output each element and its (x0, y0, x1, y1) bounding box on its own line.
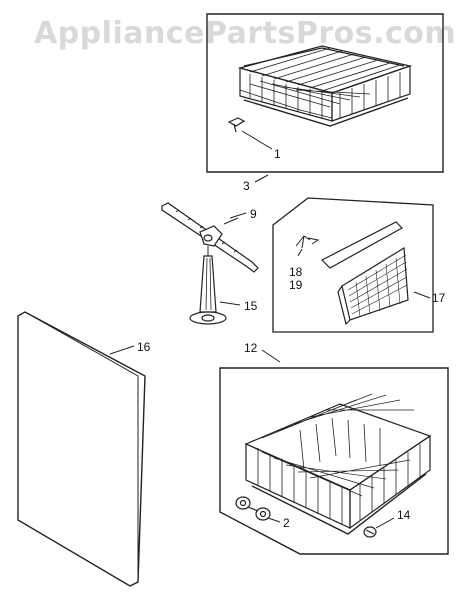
upper-rack-frame (207, 14, 443, 172)
leader-9 (230, 213, 246, 218)
filter-assembly-group: 18 19 17 (273, 198, 446, 332)
callout-16: 16 (137, 340, 151, 354)
callout-3: 3 (243, 179, 250, 193)
callout-9: 9 (250, 207, 257, 221)
callout-1: 1 (274, 147, 281, 161)
lower-rack-group: 12 (220, 341, 448, 554)
lower-rack (246, 394, 430, 534)
lower-rack-frame (220, 368, 448, 554)
rack-stop-part-14 (364, 527, 376, 537)
clip-part-18 (296, 236, 310, 248)
spray-arm-support (200, 256, 216, 312)
upper-rack (240, 46, 410, 126)
leader-3 (255, 175, 268, 182)
filter-bar (322, 222, 402, 268)
spray-arm-group (162, 203, 258, 324)
callout-14: 14 (397, 508, 411, 522)
leader-12 (262, 350, 280, 362)
filter-frame (273, 198, 433, 332)
leader-18 (298, 249, 302, 256)
leader-15 (220, 302, 240, 305)
filter-screen-mesh (348, 255, 407, 317)
panel-group: 16 (18, 312, 151, 586)
watermark-text: AppliancePartsPros.com (34, 16, 457, 51)
clip-part-1 (229, 118, 244, 132)
panel-16 (18, 312, 145, 586)
callout-17: 17 (432, 291, 446, 305)
callout-15: 15 (244, 299, 258, 313)
callout-2: 2 (283, 516, 290, 530)
callout-18: 18 (289, 265, 303, 279)
clip-part-19 (308, 238, 318, 244)
callout-19: 19 (289, 278, 303, 292)
leader-16 (110, 346, 134, 354)
leader-17 (414, 292, 430, 298)
callout-12: 12 (244, 341, 258, 355)
upper-rack-group: 1 3 (207, 14, 443, 193)
leader-1 (242, 131, 272, 149)
leader-14 (376, 518, 394, 528)
rack-wheels-part-2 (236, 497, 270, 520)
leader-2 (268, 518, 280, 522)
